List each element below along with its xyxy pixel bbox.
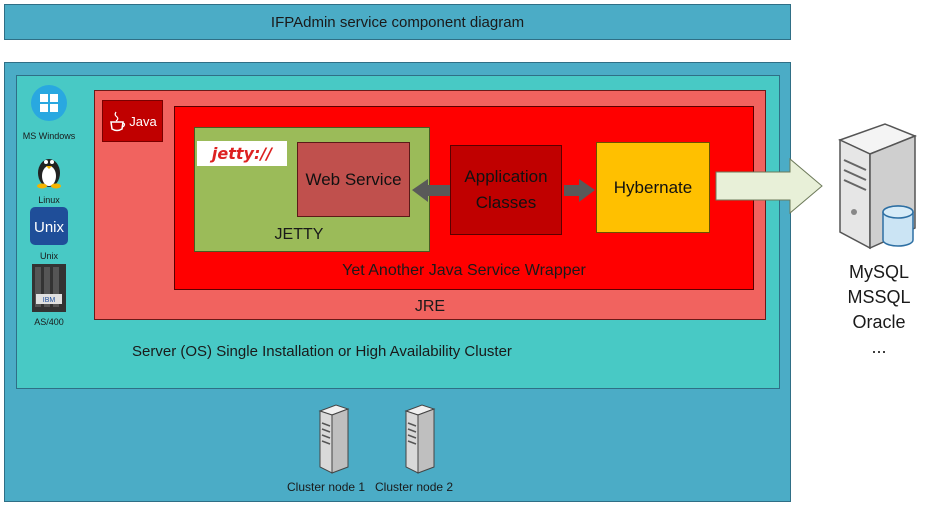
os-label-linux: Linux: [38, 195, 60, 205]
jetty-logo: jetty://: [197, 141, 287, 166]
db-more: ...: [871, 337, 887, 357]
arrow-to-hybernate: [564, 179, 595, 202]
application-classes-box: Application Classes: [450, 145, 562, 235]
java-logo-text: Java: [129, 113, 157, 129]
os-label-as400: AS/400: [34, 317, 64, 327]
windows-icon: [30, 84, 68, 127]
arrow-to-web-service: [412, 179, 450, 202]
database-server-icon: [830, 120, 920, 255]
hybernate-label: Hybernate: [613, 177, 693, 197]
os-label-windows: MS Windows: [22, 131, 76, 141]
jre-label: JRE: [414, 298, 446, 315]
server-os-label: Server (OS) Single Installation or High …: [132, 343, 512, 360]
os-label-unix: Unix: [39, 251, 58, 261]
cluster-node-2-icon: [402, 403, 438, 480]
unix-icon: Unix: [30, 207, 68, 250]
svg-text:IBM: IBM: [43, 297, 56, 304]
web-service-label: Web Service: [305, 169, 402, 189]
db-oracle: Oracle: [852, 312, 906, 332]
service-wrapper-label: Yet Another Java Service Wrapper: [342, 262, 586, 279]
database-list: MySQL MSSQL Oracle ...: [812, 260, 935, 360]
web-service-box: Web Service: [297, 142, 410, 217]
arrow-to-database: [715, 157, 823, 215]
application-classes-label-line1: Application: [464, 167, 548, 186]
diagram-title: IFPAdmin service component diagram: [4, 4, 791, 40]
cluster-node-1-icon: [316, 403, 352, 480]
application-classes-label-line2: Classes: [475, 193, 537, 212]
db-mssql: MSSQL: [847, 287, 911, 307]
linux-icon: [30, 151, 68, 194]
ibm-server-icon: IBM: [30, 264, 68, 317]
jetty-label: JETTY: [274, 226, 324, 243]
java-cup-icon: [110, 111, 126, 132]
db-mysql: MySQL: [848, 262, 909, 282]
cluster-node-1-label: Cluster node 1: [287, 480, 366, 494]
hybernate-box: Hybernate: [596, 142, 710, 233]
cluster-node-2-label: Cluster node 2: [375, 480, 454, 494]
java-logo: Java: [102, 100, 163, 142]
svg-text:Unix: Unix: [34, 219, 65, 236]
